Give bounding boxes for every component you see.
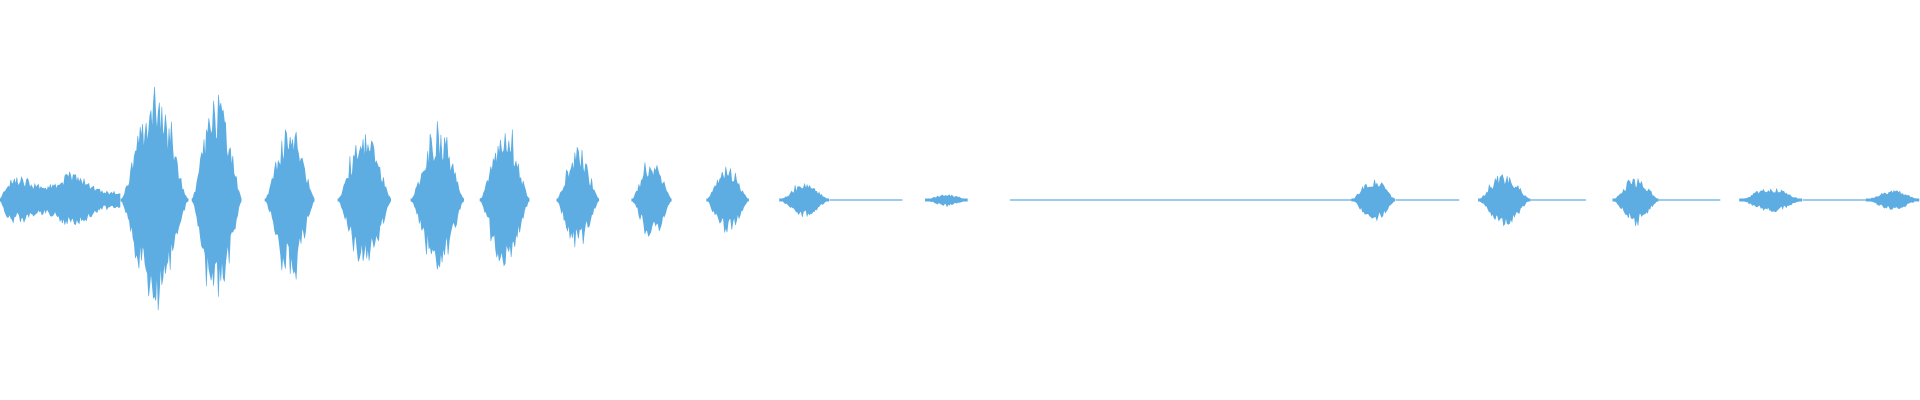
waveform-burst-16 (1865, 190, 1920, 210)
waveform-burst-10 (779, 182, 829, 218)
waveform-burst-14 (1612, 178, 1659, 227)
waveform-burst-3 (264, 129, 315, 280)
waveform-burst-15 (1739, 187, 1803, 213)
waveform-burst-12 (1351, 179, 1396, 222)
waveform-burst-1 (120, 86, 189, 311)
waveform-burst-6 (479, 129, 530, 267)
waveform-burst-4 (337, 134, 391, 262)
waveform-burst-2 (191, 94, 242, 297)
waveform-burst-8 (631, 162, 672, 237)
waveform-burst-13 (1478, 174, 1531, 227)
waveform-burst-11 (925, 194, 968, 208)
waveform-burst-5 (410, 121, 464, 270)
waveform-bursts (0, 86, 1920, 311)
waveform-burst-7 (556, 147, 600, 248)
waveform-burst-0 (0, 171, 121, 226)
waveform-burst-9 (706, 166, 749, 233)
